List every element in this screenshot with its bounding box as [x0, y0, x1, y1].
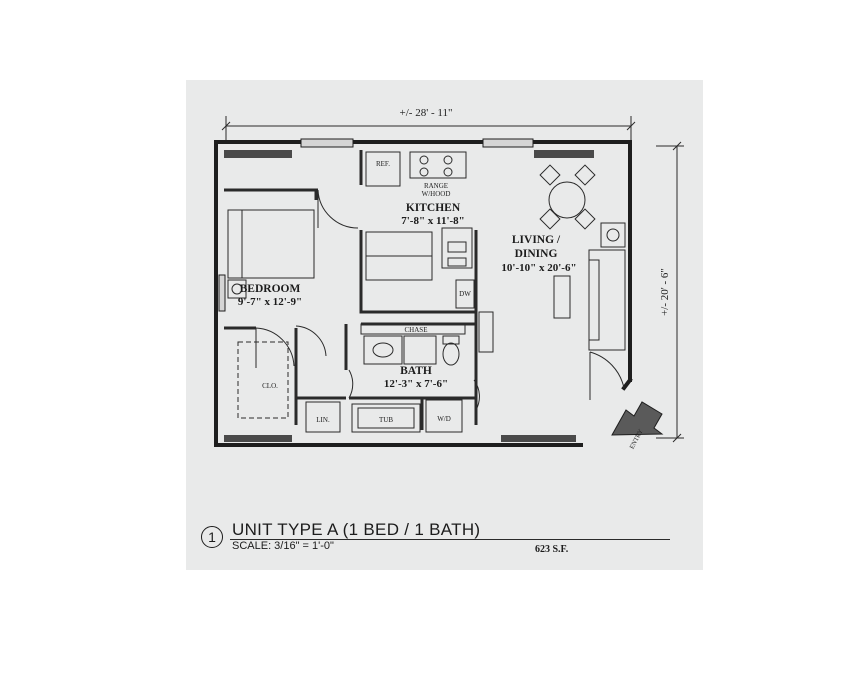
area-label: 623 S.F. — [535, 544, 569, 555]
closet-label: CLO. — [262, 382, 278, 390]
scale-note: SCALE: 3/16" = 1'-0" — [232, 540, 334, 552]
bath-fixtures — [305, 323, 466, 433]
chase-label: CHASE — [405, 326, 428, 334]
title-underline — [230, 539, 670, 540]
entry-arrow — [611, 401, 664, 436]
overall-width-label: +/- 28' - 11" — [400, 107, 453, 119]
bedroom-furniture — [227, 209, 315, 299]
range-label-line2: W/HOOD — [422, 190, 451, 198]
floor-plan-drawing: +/- 28' - 11" +/- 20' - 6" — [214, 107, 684, 450]
bedroom-name: BEDROOM — [240, 283, 301, 295]
kitchen-name: KITCHEN — [406, 202, 461, 214]
living-name-line2: DINING — [515, 248, 558, 260]
living-furniture — [478, 164, 626, 353]
floor-plan-sheet: +/- 28' - 11" +/- 20' - 6" — [186, 80, 703, 570]
bath-name: BATH — [400, 365, 432, 377]
linen-label: LIN. — [316, 416, 330, 424]
overall-depth-label: +/- 20' - 6" — [659, 268, 671, 316]
dw-label: DW — [459, 290, 471, 298]
overall-depth-dimension — [656, 141, 684, 443]
bedroom-size: 9'-7" x 12'-9" — [238, 296, 302, 308]
living-size: 10'-10" x 20'-6" — [501, 262, 576, 274]
unit-number-badge: 1 — [201, 526, 223, 548]
kitchen-size: 7'-8" x 11'-8" — [401, 215, 465, 227]
wd-label: W/D — [437, 415, 451, 423]
tub-label: TUB — [379, 416, 393, 424]
living-name-line1: LIVING / — [512, 234, 561, 246]
bath-size: 12'-3" x 7'-6" — [384, 378, 448, 390]
kitchen-fixtures — [365, 151, 475, 309]
exterior-walls — [214, 140, 633, 447]
closet-rod — [237, 341, 289, 419]
overall-width-dimension — [221, 116, 636, 140]
doors — [255, 189, 625, 411]
windows — [218, 138, 594, 442]
unit-title: UNIT TYPE A (1 BED / 1 BATH) — [232, 520, 481, 539]
range-label-line1: RANGE — [424, 182, 448, 190]
ref-label: REF. — [376, 160, 390, 168]
